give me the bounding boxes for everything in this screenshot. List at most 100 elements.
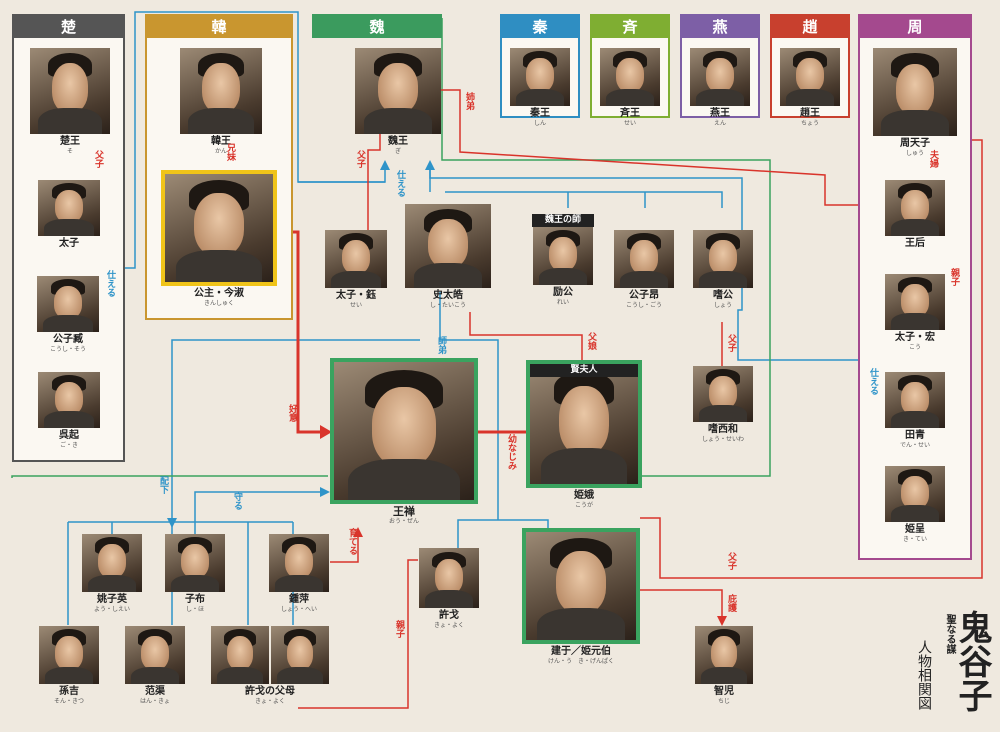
- portrait: [693, 230, 753, 288]
- person-weiwang[interactable]: 魏王 ぎ: [354, 48, 442, 156]
- portrait: [38, 372, 100, 428]
- rel-peixia: 配下: [158, 476, 168, 494]
- person-shitaihao[interactable]: 史太皓 し・たいこう: [404, 204, 492, 310]
- arrow-bihu: [717, 616, 727, 626]
- person-chuwang[interactable]: 楚王 そ: [26, 48, 114, 156]
- arrow-haoyi: [320, 425, 332, 439]
- rel-xuge-qinzi: 親子: [394, 620, 404, 638]
- rel-han-serve: 仕える: [395, 170, 405, 197]
- arrow-serve2: [425, 160, 435, 170]
- person-fanju[interactable]: 范渠 はん・きょ: [124, 626, 186, 706]
- tag-weiwang-teacher: 魏王の師: [532, 214, 594, 227]
- title-sub: 聖なる謀: [944, 614, 955, 654]
- line-ministers: [445, 191, 723, 208]
- person-xugeparents[interactable]: 許戈の父母 きょ・よく: [210, 626, 330, 706]
- portrait: [325, 230, 387, 288]
- portrait: [873, 48, 957, 136]
- portrait: [330, 358, 478, 504]
- line-zhou-qinzi2: [640, 139, 983, 579]
- line-wei-dishi: [440, 89, 885, 206]
- person-gongzizang[interactable]: 公子臧 こうし・そう: [30, 276, 106, 354]
- line-wei-outer: [11, 18, 771, 478]
- person-zhongping[interactable]: 鍾萍 しょう・へい: [266, 534, 332, 614]
- person-yaoziying[interactable]: 姚子英 よう・しえい: [80, 534, 144, 614]
- portrait: [39, 626, 99, 684]
- person-xuge[interactable]: 許戈 きょ・よく: [418, 548, 480, 630]
- line-bihu: [640, 589, 723, 620]
- line-han-serve: [298, 165, 386, 183]
- line-peixia: [171, 339, 420, 522]
- portrait: [37, 276, 99, 332]
- person-zhaowang[interactable]: 趙王 ちょう: [778, 48, 842, 128]
- group-wei: 魏: [312, 14, 442, 38]
- rel-wei-fuzi: 父子: [355, 150, 365, 168]
- portrait: [419, 548, 479, 608]
- rel-shenggong-fuzi: 父子: [726, 334, 736, 352]
- rel-fuzhang: 父娘: [586, 332, 596, 350]
- line-xu: [457, 519, 549, 548]
- portrait: [269, 534, 329, 592]
- portrait: [180, 48, 262, 134]
- portrait: [693, 366, 753, 422]
- rel-bihu: 庇護: [726, 594, 736, 612]
- person-taizihong[interactable]: 太子・宏 こう: [884, 274, 946, 352]
- rel-han-xiongmei: 兄妹: [225, 143, 235, 161]
- person-wangchan[interactable]: 王禅 おう・ぜん: [330, 358, 478, 526]
- person-qiwang[interactable]: 斉王 せい: [598, 48, 662, 128]
- arrow-yuchi: [353, 527, 363, 537]
- tag-xianfuren: 賢夫人: [530, 364, 638, 377]
- person-tianqing[interactable]: 田青 でん・せい: [884, 372, 946, 450]
- portrait-father: [211, 626, 269, 684]
- portrait: [885, 274, 945, 330]
- group-zhou-header: 周: [860, 16, 970, 38]
- person-liangong[interactable]: 魏王の師 励公 れい: [532, 214, 594, 307]
- line-yuchi: [330, 532, 359, 563]
- person-jianyu[interactable]: 建于／姫元伯 けん・う き・げんぱく: [522, 528, 640, 666]
- portrait: [510, 48, 570, 106]
- rel-zhou-serve: 仕える: [868, 368, 878, 395]
- portrait: [885, 466, 945, 522]
- person-zhoutianzi[interactable]: 周天子 しゅう: [872, 48, 958, 158]
- portrait: [533, 227, 593, 285]
- person-zhier[interactable]: 智児 ちじ: [694, 626, 754, 706]
- group-yan-header: 燕: [682, 16, 758, 38]
- person-gongzhu[interactable]: 公主・今淑 きんしゅく: [160, 170, 278, 308]
- chart-title: 鬼谷子 聖なる謀 人物相関図: [912, 610, 992, 725]
- person-hanwang[interactable]: 韓王 かん: [176, 48, 266, 156]
- person-shengxihe[interactable]: 嗜西和 しょう・せいわ: [690, 366, 756, 444]
- portrait: [30, 48, 110, 134]
- person-taiziyu[interactable]: 太子・鈺 せい: [324, 230, 388, 310]
- group-zhao-header: 趙: [772, 16, 848, 38]
- group-qi-header: 斉: [592, 16, 668, 38]
- rel-zhou-fufu: 夫婦: [928, 150, 938, 168]
- portrait: [600, 48, 660, 106]
- rel-shou: 守る: [232, 492, 242, 510]
- portrait: 賢夫人: [526, 360, 642, 488]
- person-jicheng[interactable]: 姫呈 き・てい: [884, 466, 946, 544]
- person-qinwang[interactable]: 秦王 しん: [508, 48, 572, 128]
- person-jie[interactable]: 賢夫人 姫娥 こうが: [526, 360, 642, 510]
- portrait: [405, 204, 491, 288]
- line-xuge-qinzi: [298, 559, 418, 709]
- group-chu-header: 楚: [14, 16, 123, 38]
- portrait: [522, 528, 640, 644]
- person-wanghou[interactable]: 王后: [884, 180, 946, 250]
- person-taizi[interactable]: 太子: [34, 180, 104, 250]
- rel-chu-serve: 仕える: [105, 270, 115, 297]
- line-shou: [194, 491, 328, 522]
- group-han-header: 韓: [147, 16, 291, 38]
- person-shenggong[interactable]: 嗜公 しょう: [692, 230, 754, 310]
- portrait: [125, 626, 185, 684]
- person-wuqi[interactable]: 呉起 ご・き: [34, 372, 104, 450]
- person-gongziang[interactable]: 公子昂 こうし・ごう: [612, 230, 676, 310]
- arrow-peixia: [167, 518, 177, 528]
- group-qin-header: 秦: [502, 16, 578, 38]
- person-zibu[interactable]: 子布 し・ほ: [164, 534, 226, 614]
- portrait: [614, 230, 674, 288]
- person-yanwang[interactable]: 燕王 えん: [688, 48, 752, 128]
- rel-yanaji: 幼なじみ: [506, 434, 516, 470]
- portrait: [82, 534, 142, 592]
- rel-shidi: 師弟: [436, 336, 446, 354]
- person-sunji[interactable]: 孫吉 そん・きつ: [38, 626, 100, 706]
- title-main: 鬼谷子: [952, 610, 992, 712]
